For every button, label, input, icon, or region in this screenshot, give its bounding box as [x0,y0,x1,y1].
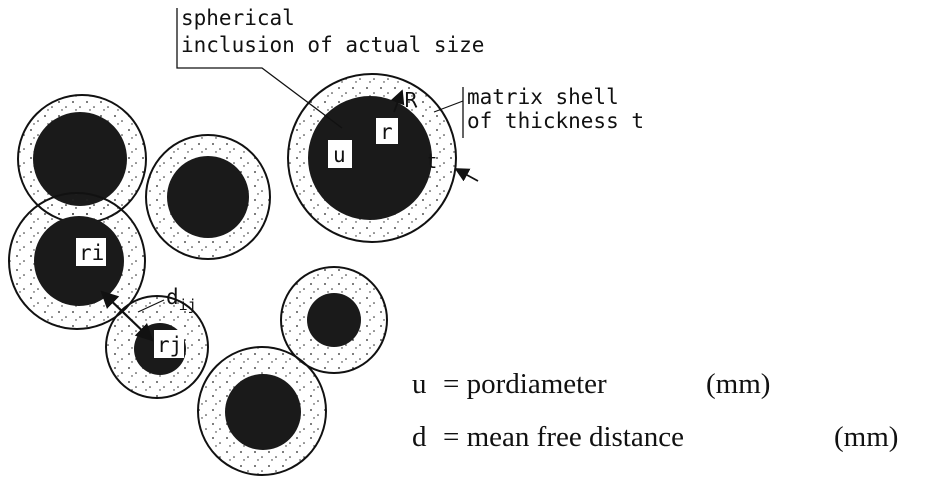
inclusion-label-line1: spherical [181,6,295,30]
thickness-arrow [454,168,479,182]
label-r-box [376,118,398,144]
legend-d-symbol: d [412,421,427,453]
distance-leader [137,299,165,313]
particle-top-left [17,94,147,224]
label-ri-box [76,238,106,266]
label-u-box [328,140,352,168]
legend-d-unit: (mm) [834,421,898,453]
particle-bottom [197,346,327,476]
shell-label-line2: of thickness t [467,109,644,133]
label-u: u [333,143,346,167]
shell-leader [433,100,464,113]
label-ri: ri [79,241,104,265]
label-rj-box [154,330,184,358]
inclusion-label-line2: inclusion of actual size [181,33,484,57]
inclusion-core [167,156,249,238]
inclusion-core [307,293,361,347]
inclusion-core [33,112,127,206]
thickness-label: t [428,149,436,173]
radius-arrow [390,89,405,113]
inclusion-core [308,96,432,220]
distance-arrow [100,290,154,342]
particle-main: u r [287,73,457,243]
particle-right-middle [280,266,388,374]
label-rj: rj [157,333,182,357]
legend-d-definition: = mean free distance [443,421,684,453]
particle-top-center [145,134,271,260]
shell-label-line1: matrix shell [467,85,619,109]
radius-label: R [404,88,418,112]
legend: u = pordiameter (mm) d = mean free dista… [412,368,898,453]
label-r: r [380,120,393,144]
inclusion-leader [176,8,343,129]
distance-label: dij [166,285,197,314]
legend-u-definition: = pordiameter [443,368,607,400]
legend-u-symbol: u [412,368,427,400]
inclusion-core [225,374,301,450]
legend-u-unit: (mm) [706,368,770,400]
